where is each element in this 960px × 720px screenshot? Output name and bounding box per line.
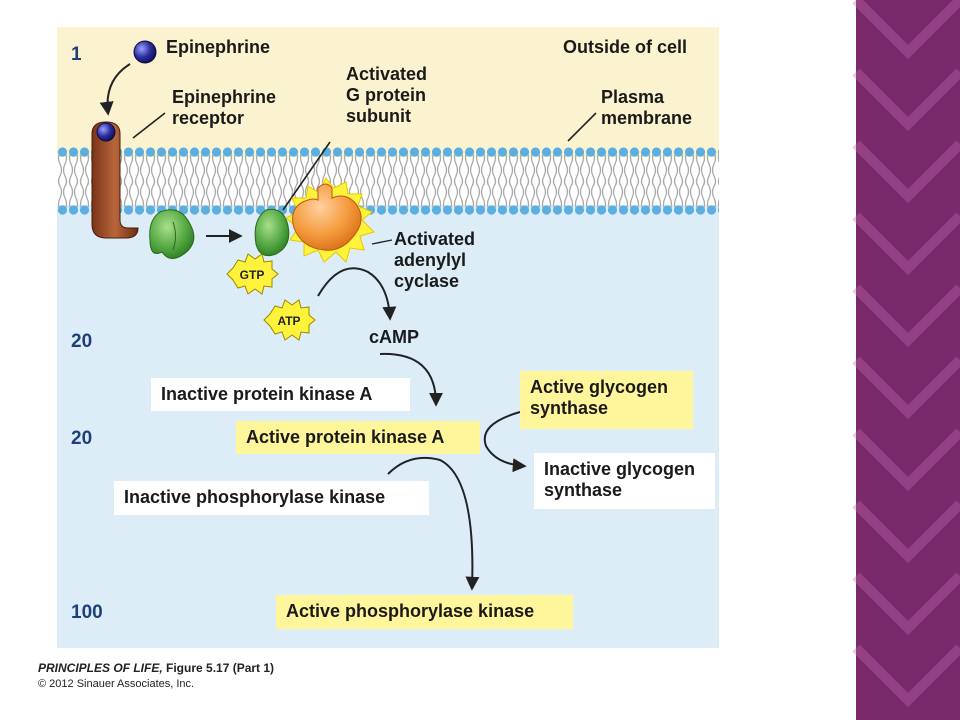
- inactive-phosphorylase-kinase-box: Inactive phosphorylase kinase: [114, 481, 429, 515]
- gtp-badge-icon: [226, 253, 279, 295]
- adenylyl-label-line1: Activated: [394, 229, 476, 249]
- figure-reference: Figure 5.17 (Part 1): [162, 661, 275, 675]
- adenylyl-label-line3: cyclase: [394, 271, 460, 291]
- receptor-icon: [91, 121, 139, 239]
- step-number-4: 100: [71, 602, 103, 623]
- active-glycogen-line1: Active glycogen: [530, 377, 669, 397]
- g-protein-label: Activated G protein subunit: [346, 64, 427, 127]
- inactive-glycogen-line1: Inactive glycogen: [544, 459, 696, 479]
- step-number-1: 1: [71, 44, 82, 65]
- active-phosphorylase-kinase-box: Active phosphorylase kinase: [276, 595, 573, 629]
- gtp-label: GTP: [240, 268, 265, 282]
- adenylyl-cyclase-icon: [292, 183, 362, 251]
- epinephrine-molecule-icon: [133, 40, 157, 64]
- inactive-protein-kinase-a-box: Inactive protein kinase A: [151, 378, 410, 411]
- outside-cell-label: Outside of cell: [563, 37, 688, 57]
- step-number-3: 20: [71, 428, 93, 449]
- g-protein-label-line2: G protein: [346, 85, 426, 105]
- g-protein-label-line1: Activated: [346, 64, 428, 84]
- receptor-label-line2: receptor: [172, 108, 245, 128]
- step-number-2: 20: [71, 331, 93, 352]
- plasma-membrane: [57, 146, 719, 216]
- active-glycogen-line2: synthase: [530, 398, 609, 418]
- membrane-label-line1: Plasma: [601, 87, 665, 107]
- receptor-label: Epinephrine receptor: [172, 87, 276, 129]
- active-glycogen-synthase-box: Active glycogen synthase: [520, 371, 693, 429]
- camp-label: cAMP: [369, 327, 420, 347]
- inactive-glycogen-synthase-box: Inactive glycogen synthase: [534, 453, 715, 509]
- membrane-label: Plasma membrane: [601, 87, 692, 129]
- decorative-side-bar: [856, 0, 960, 720]
- adenylyl-cyclase-label: Activated adenylyl cyclase: [394, 229, 475, 292]
- active-protein-kinase-a-box: Active protein kinase A: [236, 421, 480, 454]
- inactive-glycogen-line2: synthase: [544, 480, 623, 500]
- g-protein-icon: [149, 209, 195, 259]
- copyright-text: © 2012 Sinauer Associates, Inc.: [38, 678, 195, 690]
- outside-cell-region: [57, 27, 719, 157]
- atp-badge-icon: [263, 299, 316, 341]
- book-title: PRINCIPLES OF LIFE,: [38, 661, 163, 675]
- bound-epinephrine-icon: [96, 122, 116, 142]
- atp-label: ATP: [277, 314, 300, 328]
- g-protein-label-line3: subunit: [346, 106, 411, 126]
- figure-credit-title: PRINCIPLES OF LIFE, Figure 5.17 (Part 1): [38, 661, 274, 675]
- adenylyl-label-line2: adenylyl: [394, 250, 467, 270]
- membrane-label-line2: membrane: [601, 108, 693, 128]
- epinephrine-label: Epinephrine: [166, 37, 271, 57]
- receptor-label-line1: Epinephrine: [172, 87, 277, 107]
- activated-g-subunit-icon: [254, 208, 290, 257]
